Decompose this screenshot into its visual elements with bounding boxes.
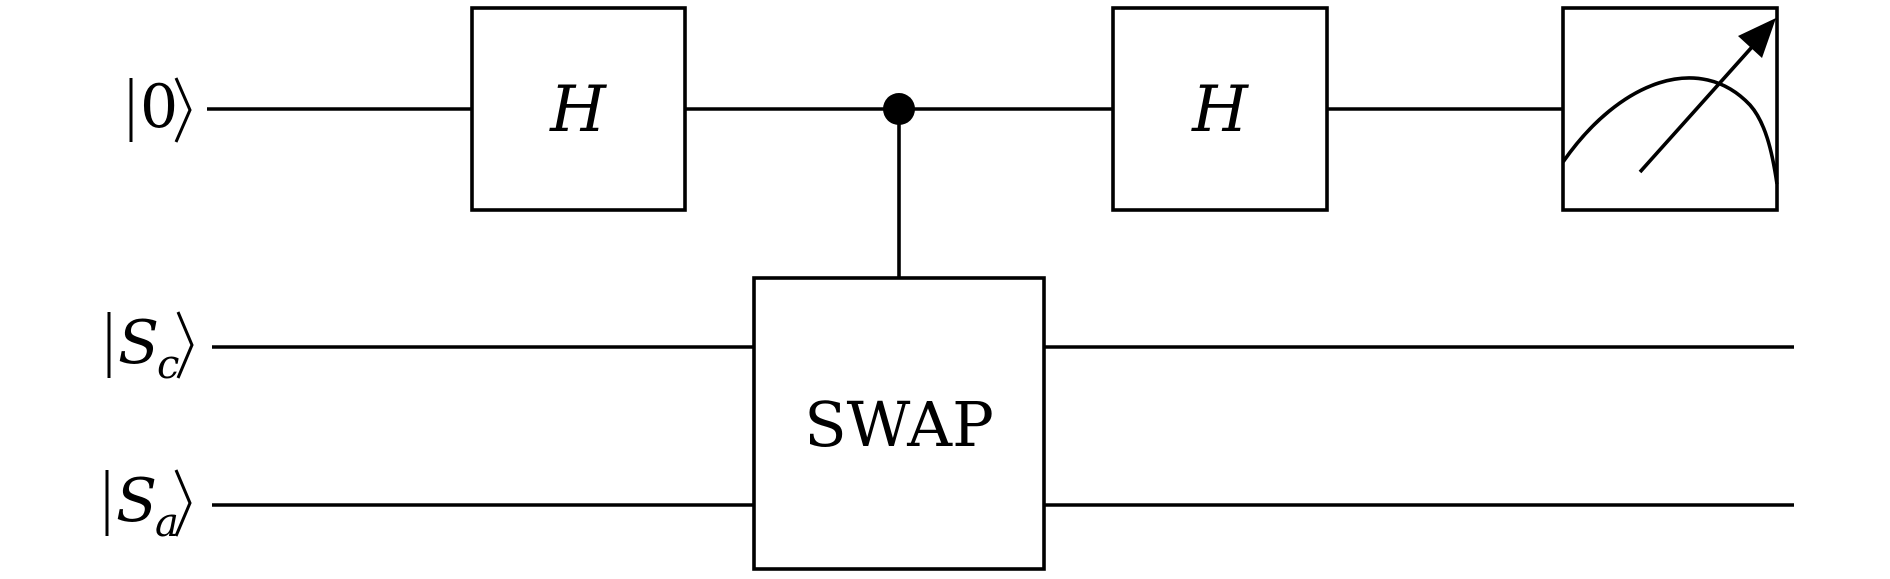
swap-gate: SWAP — [752, 276, 1046, 571]
qubit-label-0-symbol: 0 — [140, 72, 178, 142]
qubit-label-sc: S c — [107, 308, 194, 388]
qubit-label-sc-symbol: S — [118, 308, 159, 378]
swap-gate-label: SWAP — [804, 388, 994, 461]
qubit-label-sc-subscript: c — [157, 342, 179, 388]
meter-icon — [1561, 6, 1779, 212]
qubit-label-sa-subscript: a — [155, 500, 179, 546]
hadamard-gate-1: H — [470, 6, 687, 212]
hadamard-gate-2-label: H — [1191, 73, 1249, 147]
qubit-label-sa: S a — [105, 466, 192, 546]
hadamard-gate-1-label: H — [549, 73, 607, 147]
control-dot-icon — [883, 93, 915, 125]
qubit-label-0: 0 — [129, 72, 192, 143]
hadamard-gate-2: H — [1111, 6, 1329, 212]
qubit-label-sa-symbol: S — [116, 466, 157, 536]
